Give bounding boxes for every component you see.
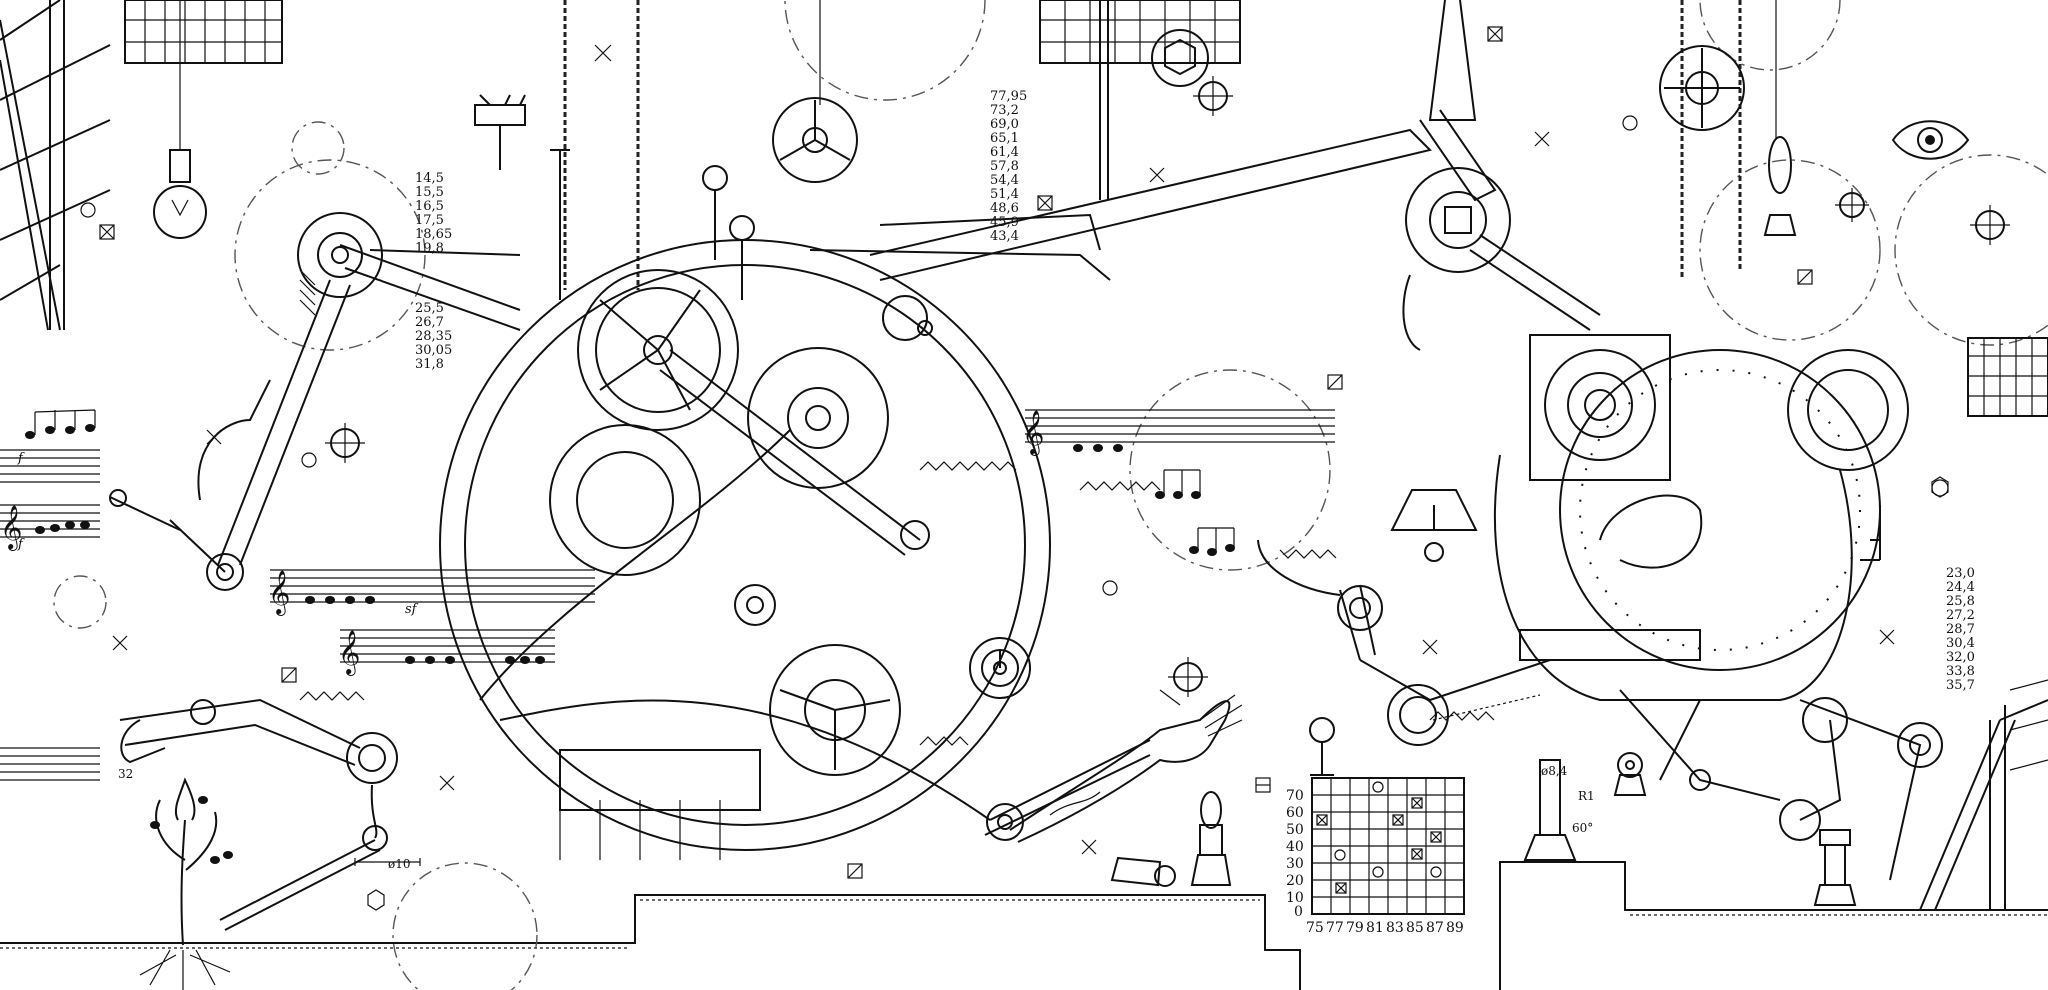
targets (80, 76, 2010, 770)
y-tick-0: 0 (1294, 904, 1303, 920)
hand-icon (1009, 689, 1243, 843)
x-tick-89: 89 (1446, 920, 1464, 936)
small-squares (99, 26, 1949, 911)
right-machine (1257, 45, 1943, 881)
x-tick-87: 87 (1426, 920, 1444, 936)
scaffold-right (1919, 679, 2048, 911)
bridge-arm (869, 109, 1601, 331)
central-machine (439, 97, 1151, 860)
x-tick-75: 75 (1306, 920, 1324, 936)
number-center-5: 57,8 (990, 159, 1019, 174)
dim-32: 32 (118, 767, 133, 781)
dim-60deg: 60° (1572, 821, 1593, 835)
grid-box-right (1967, 337, 2048, 417)
number-left-8: 28,35 (415, 329, 452, 344)
number-right-4: 28,7 (1946, 622, 1975, 637)
number-right-0: 23,0 (1946, 566, 1975, 581)
x-tick-83: 83 (1386, 920, 1404, 936)
number-center-3: 65,1 (990, 131, 1019, 146)
number-left-1: 15,5 (415, 185, 444, 200)
y-tick-70: 70 (1286, 788, 1304, 804)
y-tick-20: 20 (1286, 873, 1304, 889)
number-center-8: 48,6 (990, 201, 1019, 216)
number-right-5: 30,4 (1946, 636, 1975, 651)
y-tick-50: 50 (1286, 822, 1304, 838)
plant-icon (139, 777, 231, 990)
y-tick-10: 10 (1286, 890, 1304, 906)
number-center-2: 69,0 (990, 117, 1019, 132)
number-left-3: 17,5 (415, 213, 444, 228)
y-tick-40: 40 (1286, 839, 1304, 855)
dim-phi84: ø8,4 (1541, 764, 1568, 778)
number-center-0: 77,95 (990, 89, 1027, 104)
number-center-6: 54,4 (990, 173, 1019, 188)
grid-box-top-center (1039, 0, 1241, 87)
y-tick-30: 30 (1286, 856, 1304, 872)
treble-clef-2: 𝄞 (338, 630, 360, 676)
dim-phi10: ø10 (388, 857, 411, 871)
treble-clef: 𝄞 (268, 570, 290, 616)
dynamic-f-2: f (17, 537, 25, 552)
music-staves: 𝄞 𝄞 𝄞 𝄞 f f sf (0, 409, 1335, 864)
springs (299, 461, 1495, 746)
eye-icon (1891, 120, 1970, 160)
bottom-left-arm (119, 698, 398, 931)
number-left-9: 30,05 (415, 343, 452, 358)
dynamic-sf: sf (405, 602, 419, 617)
x-tick-85: 85 (1406, 920, 1424, 936)
construction-circles (53, 0, 2048, 990)
dimension-labels: ø10 ø8,4 R1 60° 32 (118, 764, 1595, 871)
dynamic-f: f (17, 451, 25, 466)
number-left-2: 16,5 (415, 199, 444, 214)
grid-chart: 70 60 50 40 30 20 10 0 75 77 79 81 83 85… (1286, 717, 1465, 936)
treble-clef-3: 𝄞 (1022, 410, 1044, 456)
y-tick-60: 60 (1286, 805, 1304, 821)
number-left-6: 25,5 (415, 301, 444, 316)
pedestals (1190, 136, 1857, 906)
x-tick-79: 79 (1346, 920, 1364, 936)
number-center-7: 51,4 (990, 187, 1019, 202)
number-left-5: 19,8 (415, 241, 444, 256)
number-right-8: 35,7 (1946, 678, 1975, 693)
grid-chart-markers (1316, 781, 1442, 894)
dim-r1: R1 (1578, 789, 1595, 803)
x-tick-81: 81 (1366, 920, 1384, 936)
number-left-7: 26,7 (415, 315, 444, 330)
x-tick-77: 77 (1326, 920, 1344, 936)
numbers-center: 77,95 73,2 69,0 65,1 61,4 57,8 54,4 51,4… (990, 89, 1027, 244)
numbers-right: 23,0 24,4 25,8 27,2 28,7 30,4 32,0 33,8 … (1946, 566, 1975, 693)
lightbulb-icon (153, 149, 207, 239)
number-right-2: 25,8 (1946, 594, 1975, 609)
grid-box-top-left (124, 0, 283, 64)
number-right-1: 24,4 (1946, 580, 1975, 595)
number-right-3: 27,2 (1946, 608, 1975, 623)
treble-clef-4: 𝄞 (0, 505, 22, 551)
left-arm-linkage (109, 212, 521, 591)
number-left-4: 18,65 (415, 227, 452, 242)
number-right-6: 32,0 (1946, 650, 1975, 665)
scaffold-left (0, 0, 111, 331)
number-left-10: 31,8 (415, 357, 444, 372)
hanging-chains (179, 0, 1777, 290)
number-right-7: 33,8 (1946, 664, 1975, 679)
number-center-9: 45,9 (990, 215, 1019, 230)
gauges (993, 489, 1478, 675)
misc-parts (474, 94, 1949, 887)
number-center-4: 61,4 (990, 145, 1019, 160)
number-center-10: 43,4 (990, 229, 1019, 244)
ground-line (0, 861, 2048, 990)
numbers-left: 14,5 15,5 16,5 17,5 18,65 19,8 25,5 26,7… (415, 171, 452, 372)
number-left-0: 14,5 (415, 171, 444, 186)
number-center-1: 73,2 (990, 103, 1019, 118)
x-marks (112, 44, 1895, 855)
